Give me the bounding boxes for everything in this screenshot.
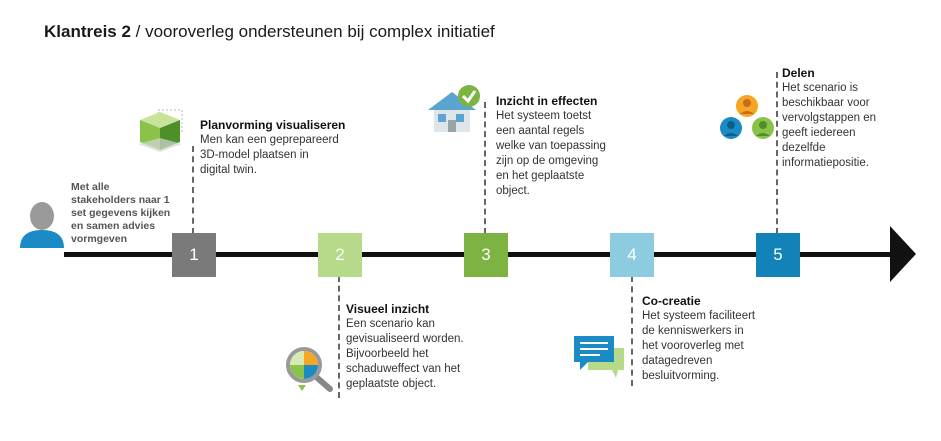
3d-model-icon [136, 108, 186, 157]
step-1-block: Planvorming visualiseren Men kan een gep… [200, 118, 345, 178]
step-4: 4 [610, 233, 654, 277]
step-3-text: Het systeem toetst een aantal regels wel… [496, 110, 606, 197]
step-2-title: Visueel inzicht [346, 302, 430, 316]
step-3-block: Inzicht in effecten Het systeem toetst e… [496, 94, 606, 199]
step-5-block: Delen Het scenario is beschikbaar voor v… [782, 66, 876, 171]
people-group-icon [718, 92, 776, 149]
step-2-block: Visueel inzicht Een scenario kan gevisua… [346, 302, 464, 392]
magnifier-chart-icon [284, 345, 336, 402]
step-3-title: Inzicht in effecten [496, 94, 598, 108]
step-2-number: 2 [335, 245, 345, 264]
step-5: 5 [756, 233, 800, 277]
start-description: Met alle stakeholders naar 1 set gegeven… [71, 181, 171, 245]
step-1-text: Men kan een geprepareerd 3D-model plaats… [200, 134, 339, 176]
title-bold: Klantreis 2 [44, 22, 131, 41]
step-4-number: 4 [627, 245, 637, 264]
step-4-block: Co-creatie Het systeem faciliteert de ke… [642, 294, 755, 384]
step-1-title: Planvorming visualiseren [200, 118, 346, 132]
connector-4 [631, 276, 633, 386]
step-5-text: Het scenario is beschikbaar voor vervolg… [782, 82, 876, 169]
title-rest: / vooroverleg ondersteunen bij complex i… [130, 22, 495, 41]
step-4-text: Het systeem faciliteert de kenniswerkers… [642, 310, 756, 382]
step-3: 3 [464, 233, 508, 277]
connector-2 [338, 276, 340, 398]
step-5-number: 5 [773, 245, 783, 264]
step-4-title: Co-creatie [642, 294, 701, 308]
step-3-number: 3 [481, 245, 491, 264]
chat-bubbles-icon [572, 334, 628, 385]
step-1-number: 1 [189, 245, 199, 264]
timeline-arrowhead-icon [890, 226, 916, 282]
connector-1 [192, 146, 194, 234]
step-1: 1 [172, 233, 216, 277]
step-2-text: Een scenario kan gevisualiseerd worden. … [346, 318, 464, 390]
page-title: Klantreis 2 / vooroverleg ondersteunen b… [44, 22, 495, 42]
step-5-title: Delen [782, 66, 815, 80]
house-check-icon [426, 84, 484, 141]
connector-3 [484, 102, 486, 234]
step-2: 2 [318, 233, 362, 277]
connector-5 [776, 72, 778, 234]
person-icon [18, 196, 66, 253]
